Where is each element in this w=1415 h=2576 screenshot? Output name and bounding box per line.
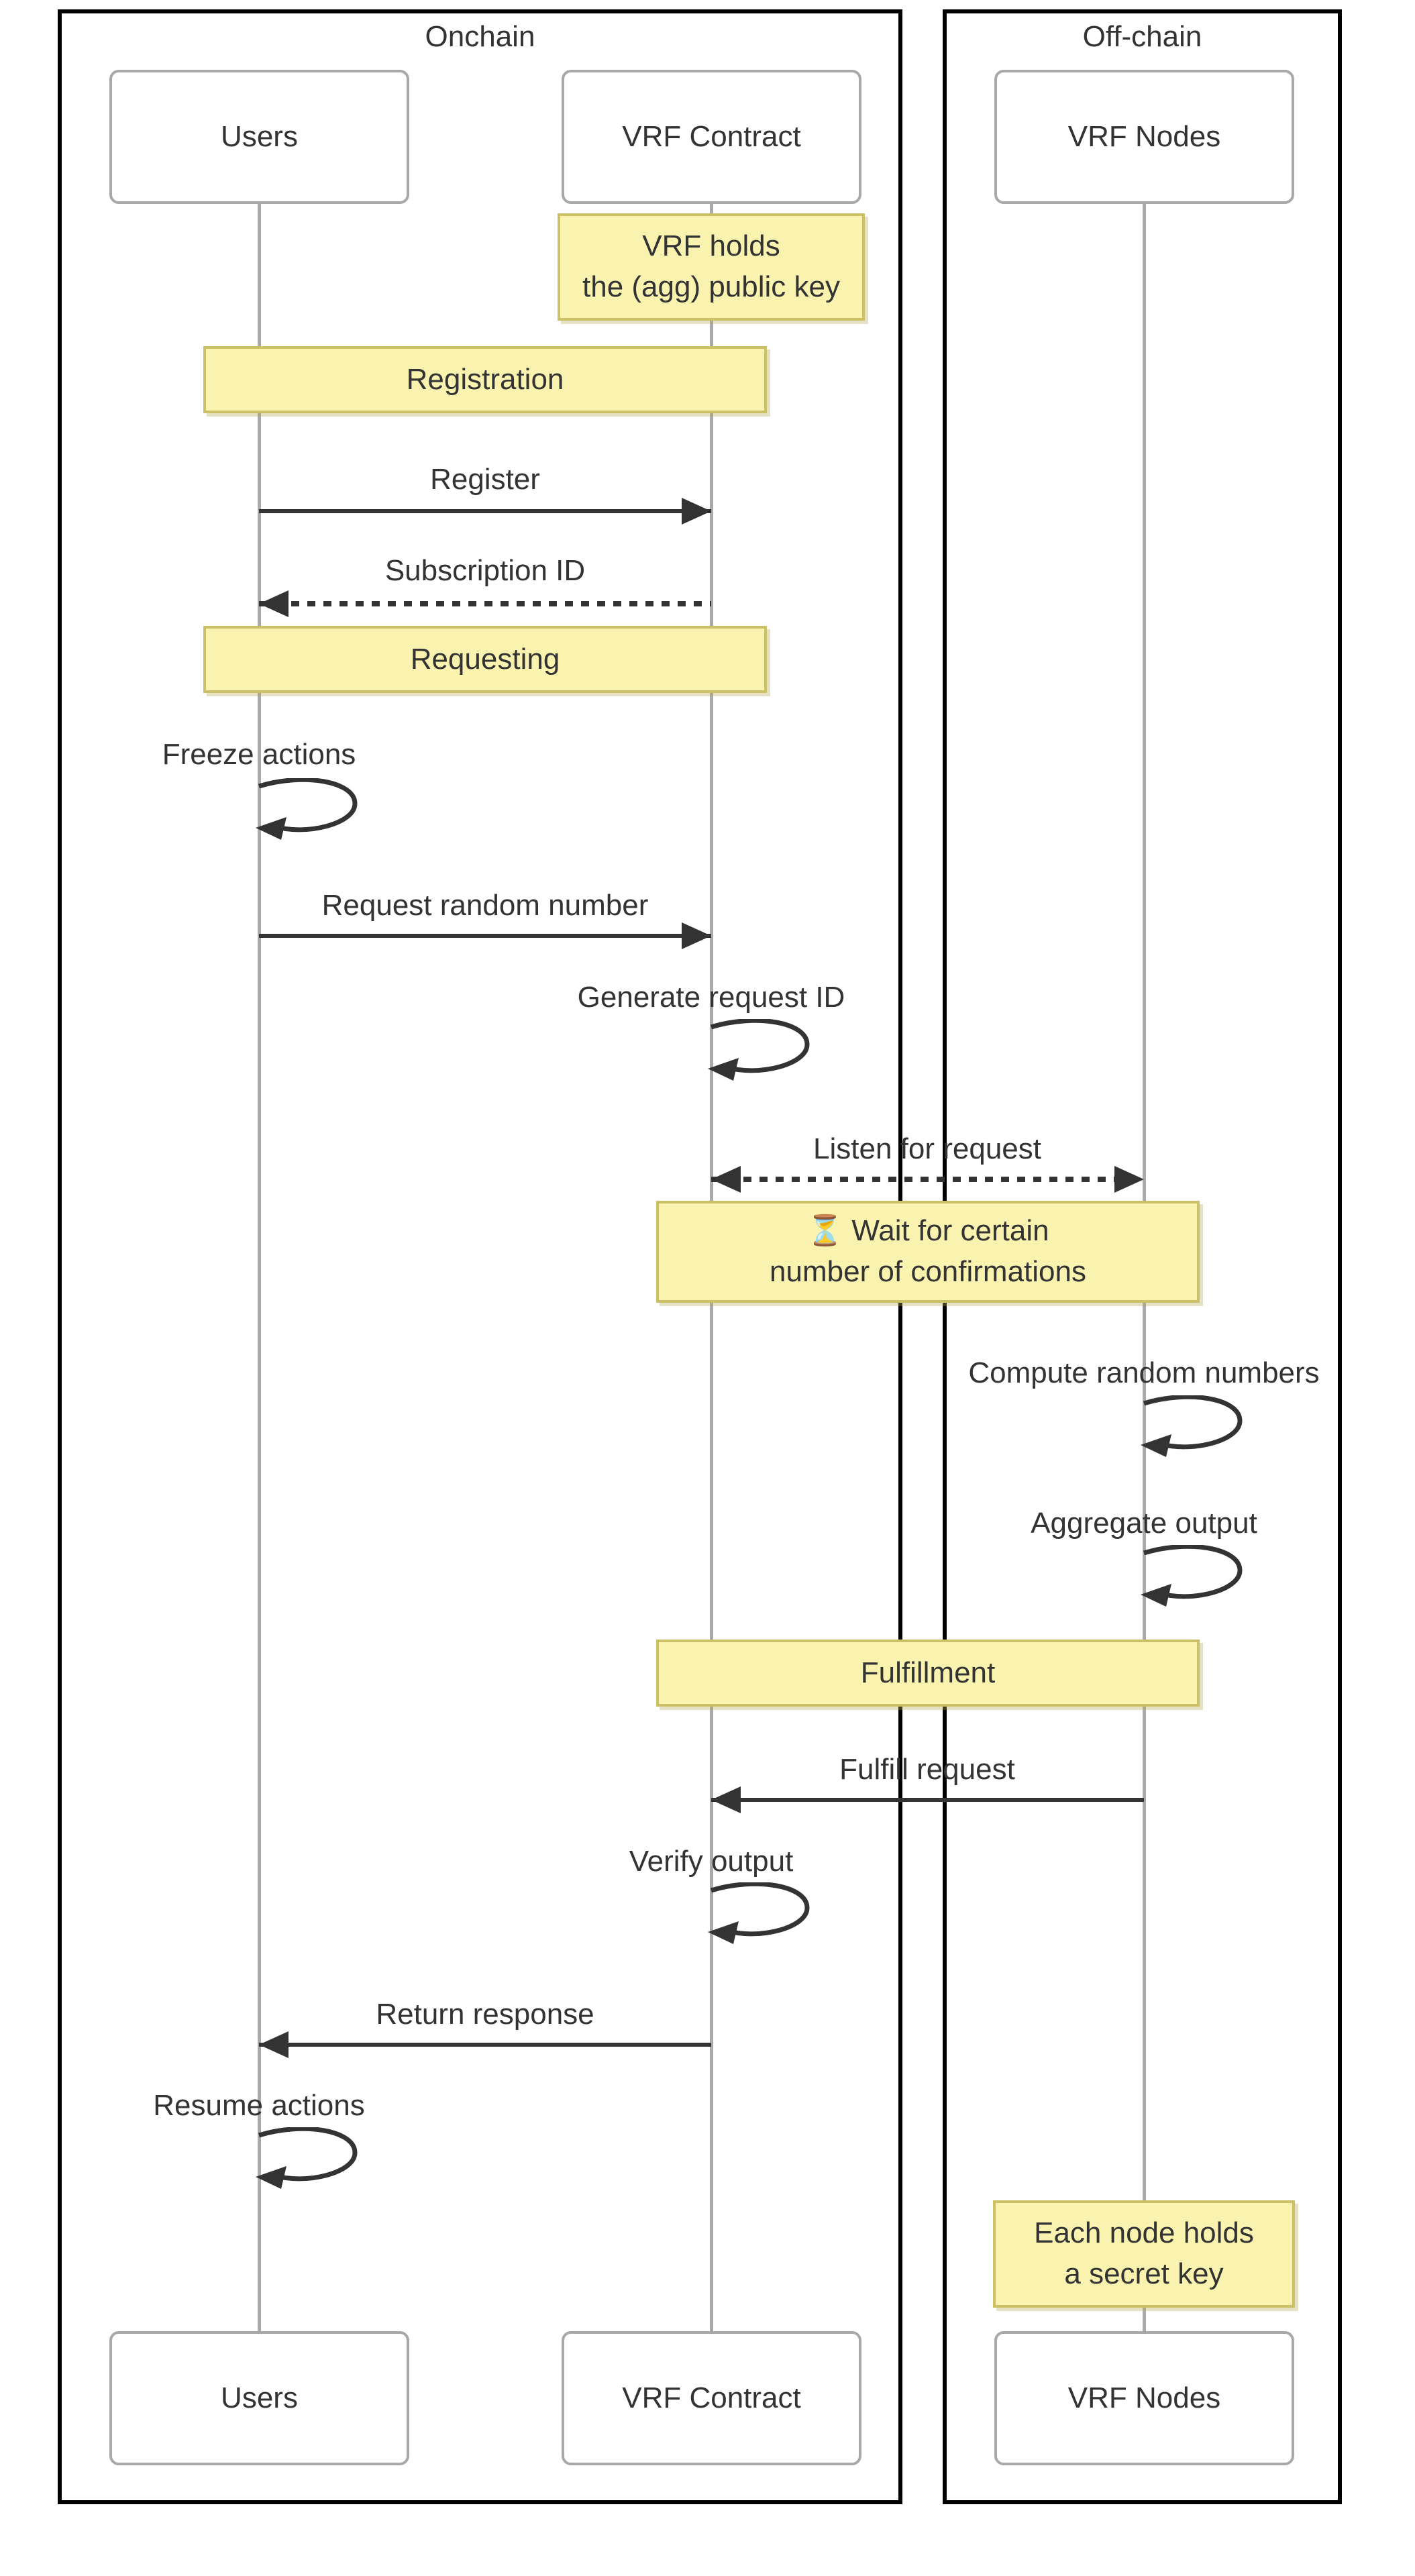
arrowhead-right-icon <box>1114 1166 1144 1193</box>
offchain-frame-label: Off-chain <box>1082 20 1202 53</box>
participant-vrf-nodes-bottom: VRF Nodes <box>994 2331 1294 2465</box>
message-compute-label: Compute random numbers <box>968 1356 1320 1389</box>
message-request-random-arrow <box>259 934 711 938</box>
message-resume-actions-label: Resume actions <box>153 2089 365 2122</box>
note-wait-confirmations: ⏳ Wait for certain number of confirmatio… <box>656 1201 1200 1303</box>
message-fulfill-arrow <box>711 1798 1144 1802</box>
arrowhead-left-icon <box>711 1786 741 1813</box>
message-return-response-arrow <box>259 2043 711 2047</box>
message-return-response-label: Return response <box>376 1998 594 2031</box>
participant-users-top: Users <box>109 70 409 204</box>
self-loop-icon <box>708 1019 810 1081</box>
arrowhead-right-icon <box>682 922 711 949</box>
message-subscription-id-label: Subscription ID <box>384 554 586 587</box>
note-vrf-holds-public-key: VRF holds the (agg) public key <box>558 213 865 321</box>
note-line: VRF holds <box>642 229 780 263</box>
message-request-random-label: Request random number <box>321 889 649 922</box>
arrowhead-left-icon <box>711 1166 741 1193</box>
message-aggregate-label: Aggregate output <box>1031 1507 1257 1540</box>
message-listen-label: Listen for request <box>813 1132 1041 1165</box>
message-register-label: Register <box>430 463 540 496</box>
note-line: ⏳ Wait for certain <box>806 1214 1049 1248</box>
self-loop-icon <box>708 1882 810 1944</box>
note-each-node-secret-key: Each node holds a secret key <box>993 2200 1295 2308</box>
participant-vrf-contract-bottom: VRF Contract <box>562 2331 861 2465</box>
note-line: Each node holds <box>1034 2216 1254 2250</box>
message-generate-id-label: Generate request ID <box>577 981 845 1014</box>
self-loop-icon <box>256 778 358 840</box>
arrowhead-left-icon <box>259 2031 289 2058</box>
self-loop-icon <box>1141 1545 1243 1607</box>
message-verify-label: Verify output <box>629 1845 794 1878</box>
self-loop-icon <box>1141 1395 1243 1457</box>
banner-fulfillment: Fulfillment <box>656 1640 1200 1707</box>
banner-requesting: Requesting <box>203 626 767 693</box>
note-line: the (agg) public key <box>582 270 840 303</box>
message-freeze-actions-label: Freeze actions <box>162 738 356 771</box>
note-line: number of confirmations <box>770 1255 1086 1288</box>
message-subscription-id-arrow <box>259 601 711 606</box>
participant-users-bottom: Users <box>109 2331 409 2465</box>
arrowhead-left-icon <box>259 590 289 617</box>
onchain-frame-label: Onchain <box>425 20 535 53</box>
participant-vrf-contract-top: VRF Contract <box>562 70 861 204</box>
message-register-arrow <box>259 509 711 513</box>
message-listen-arrow <box>711 1177 1144 1182</box>
self-loop-icon <box>256 2127 358 2189</box>
message-fulfill-label: Fulfill request <box>839 1753 1015 1786</box>
participant-vrf-nodes-top: VRF Nodes <box>994 70 1294 204</box>
banner-registration: Registration <box>203 346 767 413</box>
note-line: a secret key <box>1064 2257 1224 2290</box>
arrowhead-right-icon <box>682 498 711 525</box>
users-lifeline <box>258 204 261 2331</box>
